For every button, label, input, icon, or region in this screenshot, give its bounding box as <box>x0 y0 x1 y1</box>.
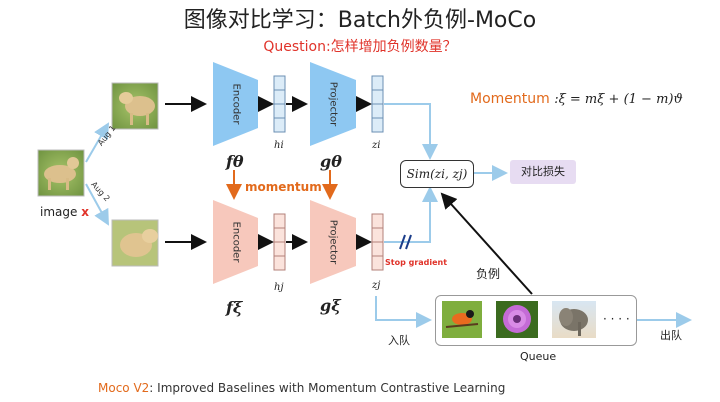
dequeue-label: 出队 <box>660 329 682 342</box>
encoder-top <box>213 62 258 146</box>
z-j-vector <box>371 213 384 271</box>
momentum-word: Momentum <box>470 91 550 107</box>
zj-to-sim-arrow <box>384 186 438 243</box>
h-j-symbol: hj <box>274 282 284 293</box>
image-x-symbol: x <box>81 205 89 219</box>
aug1-dog-image <box>111 82 159 130</box>
question-text: Question:怎样增加负例数量？ <box>263 39 457 55</box>
stop-gradient-label: Stop gradient <box>385 258 448 267</box>
image-x-label: image x <box>40 205 89 219</box>
slide-title: 图像对比学习：Batch外负例-MoCo <box>183 8 537 33</box>
queue-bird-image <box>442 301 482 338</box>
queue-to-sim-arrow <box>440 192 533 295</box>
momentum-equation: Momentum :ξ = mξ + (1 − m)ϑ <box>470 91 683 107</box>
f-theta-symbol: fθ <box>226 152 244 171</box>
queue-flower-image <box>496 301 538 338</box>
enqueue-label: 入队 <box>388 334 410 347</box>
h-i-vector <box>273 75 286 133</box>
momentum-formula: :ξ = mξ + (1 − m)ϑ <box>554 92 683 107</box>
queue-elephant-image <box>552 301 596 338</box>
footer-moco: Moco V2 <box>98 381 150 395</box>
h-i-symbol: hi <box>274 140 284 151</box>
aug2-dog-image <box>111 219 159 267</box>
footer-rest: : Improved Baselines with Momentum Contr… <box>149 381 506 395</box>
contrastive-loss-box: 对比损失 <box>510 160 576 184</box>
image-word: image <box>40 205 82 219</box>
stop-gradient-mark <box>399 234 412 250</box>
projector-bottom <box>310 200 356 284</box>
projector-top-label: Projector <box>327 81 339 127</box>
g-xi-symbol: gξ <box>320 296 341 315</box>
aug1-arrow <box>85 122 110 163</box>
zi-to-sim-arrow <box>384 103 438 160</box>
g-theta-symbol: gθ <box>320 152 342 171</box>
queue-dots: · · · · <box>603 312 630 326</box>
h-j-vector <box>273 213 286 271</box>
projector-top <box>310 62 356 146</box>
negatives-label: 负例 <box>476 267 501 281</box>
original-dog-image <box>37 149 85 197</box>
encoder-top-label: Encoder <box>230 83 242 125</box>
z-i-symbol: zi <box>372 140 381 151</box>
z-j-symbol: zj <box>372 280 381 291</box>
z-i-vector <box>371 75 384 133</box>
projector-bottom-label: Projector <box>327 219 339 265</box>
momentum-label: momentum <box>245 180 322 194</box>
encoder-bottom-label: Encoder <box>230 221 242 263</box>
f-xi-symbol: fξ <box>226 298 243 317</box>
encoder-bottom <box>213 200 258 284</box>
aug2-arrow <box>85 183 109 226</box>
enqueue-arrow <box>375 296 432 328</box>
similarity-box: Sim(zi, zj) <box>400 160 474 188</box>
queue-label: Queue <box>520 350 557 363</box>
queue-box <box>435 295 637 346</box>
footer-citation: Moco V2: Improved Baselines with Momentu… <box>98 381 505 395</box>
